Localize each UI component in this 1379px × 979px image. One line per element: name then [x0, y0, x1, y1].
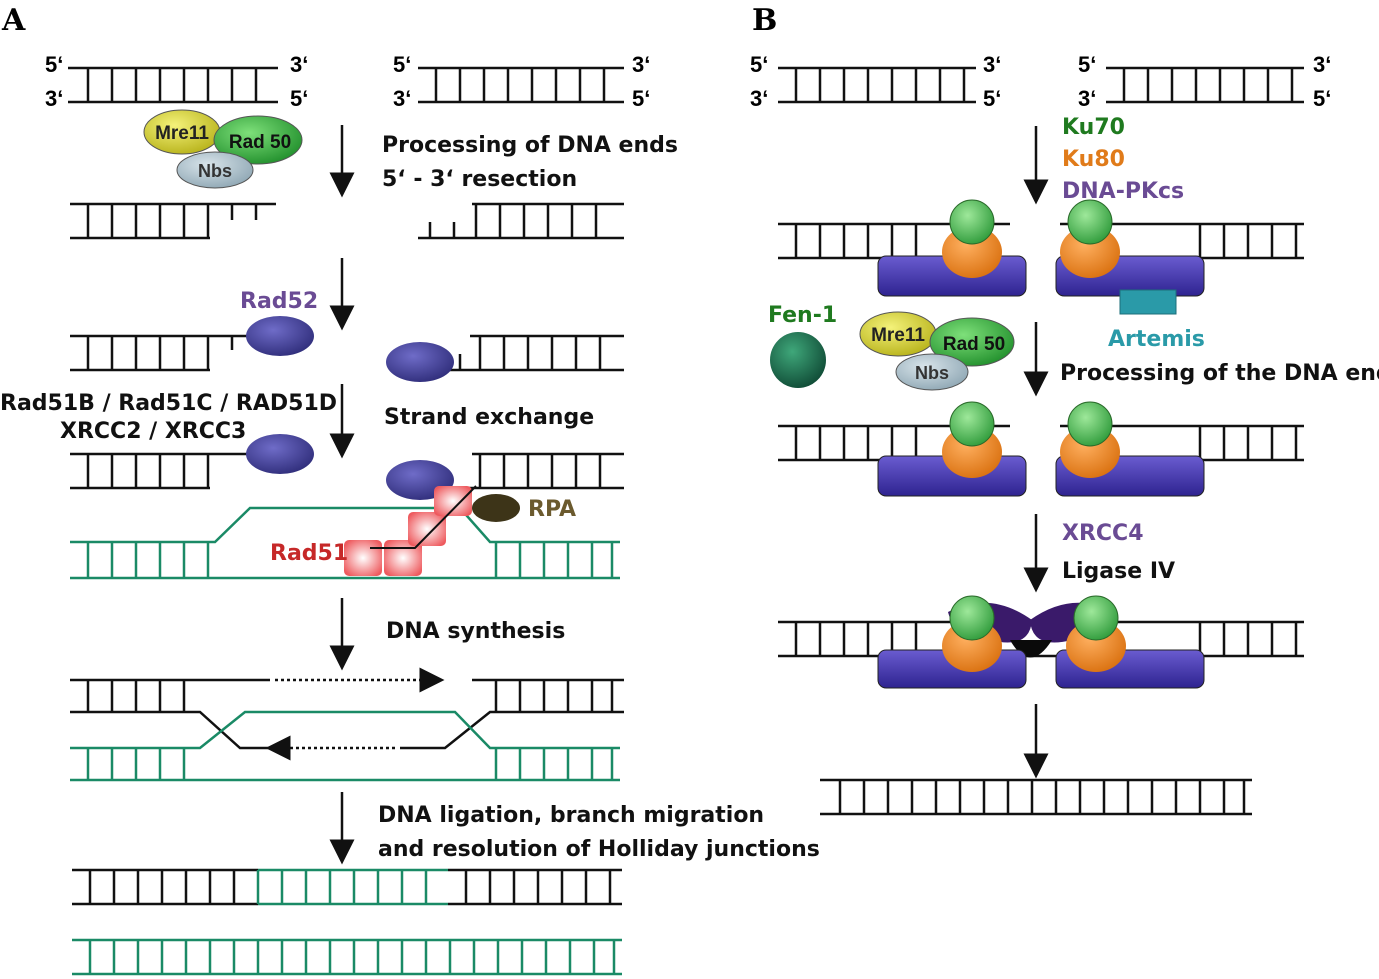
artemis-label: Artemis: [1108, 327, 1205, 352]
end-label: 3‘: [45, 86, 63, 111]
mre11-label: Mre11: [871, 325, 925, 346]
dna-synthesis-label: DNA synthesis: [386, 619, 565, 644]
step-processing-label: Processing of DNA ends: [382, 133, 678, 158]
product-dna-1: [72, 868, 622, 906]
strand-exchange-label: Strand exchange: [384, 405, 594, 430]
repaired-dna: [820, 778, 1252, 816]
rad50-label: Rad 50: [943, 334, 1005, 355]
end-label: 3‘: [1078, 86, 1096, 111]
panel-label-a: A: [1, 3, 26, 38]
holliday-label: and resolution of Holliday junctions: [378, 837, 820, 862]
rpa-label: RPA: [528, 497, 576, 522]
exchange-dna-left: [70, 452, 250, 490]
ku70-label: Ku70: [1062, 115, 1125, 140]
xrcc4-label: XRCC4: [1062, 521, 1144, 546]
end-label: 5‘: [290, 86, 308, 111]
product-dna-2: [72, 938, 622, 976]
xrcc-label: XRCC2 / XRCC3: [60, 419, 246, 444]
end-label: 3‘: [1313, 52, 1331, 77]
fen1-label: Fen-1: [768, 303, 837, 328]
rad52-dna-right: [440, 334, 624, 372]
exchange-dna-right: [450, 452, 624, 490]
panel-label-b: B: [752, 3, 777, 38]
mrn-complex-a: Mre11 Rad 50 Nbs: [143, 109, 303, 189]
nbs-label: Nbs: [198, 161, 232, 181]
end-label: 3‘: [750, 86, 768, 111]
dnapkcs-label: DNA-PKcs: [1062, 179, 1184, 204]
end-label: 3‘: [632, 52, 650, 77]
ligation-label: DNA ligation, branch migration: [378, 803, 764, 828]
fen1-protein: [770, 332, 826, 388]
dna-duplex-a2: [418, 66, 624, 104]
rad52-protein: [246, 316, 314, 356]
mrn-complex-b: Mre11 Rad 50 Nbs: [859, 311, 1015, 391]
ligase-iv-label: Ligase IV: [1062, 559, 1175, 584]
rad51-label: Rad51: [270, 541, 348, 566]
rad52-label: Rad52: [240, 289, 318, 314]
dna-duplex-a1: [68, 66, 278, 104]
end-label: 5‘: [45, 52, 63, 77]
step-resection-label: 5‘ - 3‘ resection: [382, 167, 577, 192]
nbs-label: Nbs: [915, 363, 949, 383]
end-label: 3‘: [393, 86, 411, 111]
processing-ends-label: Processing of the DNA ends: [1060, 361, 1379, 386]
resected-dna-left: [70, 202, 276, 240]
rpa-protein: [472, 494, 520, 522]
end-label: 3‘: [983, 52, 1001, 77]
resected-dna-right: [418, 202, 624, 240]
end-label: 5‘: [393, 52, 411, 77]
rad51-filament: [344, 485, 477, 576]
rad50-label: Rad 50: [229, 132, 291, 153]
ligation-complex: [778, 595, 1304, 689]
end-label: 5‘: [632, 86, 650, 111]
mre11-label: Mre11: [155, 123, 209, 144]
ku80-label: Ku80: [1062, 147, 1125, 172]
rad52-protein: [386, 342, 454, 382]
end-label: 3‘: [290, 52, 308, 77]
dna-duplex-b2: [1106, 66, 1304, 104]
end-label: 5‘: [1313, 86, 1331, 111]
rad52-dna-left: [70, 334, 250, 372]
end-label: 5‘: [1078, 52, 1096, 77]
dna-duplex-b1: [778, 66, 976, 104]
ku-complex-2: [778, 401, 1304, 497]
template-dna-green: [70, 506, 620, 580]
end-label: 5‘: [750, 52, 768, 77]
end-label: 5‘: [983, 86, 1001, 111]
ku-complex-1: [778, 199, 1304, 315]
paralogs-label: Rad51B / Rad51C / RAD51D: [0, 391, 337, 416]
rad52-protein: [246, 434, 314, 474]
synthesis-dna: [70, 667, 624, 782]
